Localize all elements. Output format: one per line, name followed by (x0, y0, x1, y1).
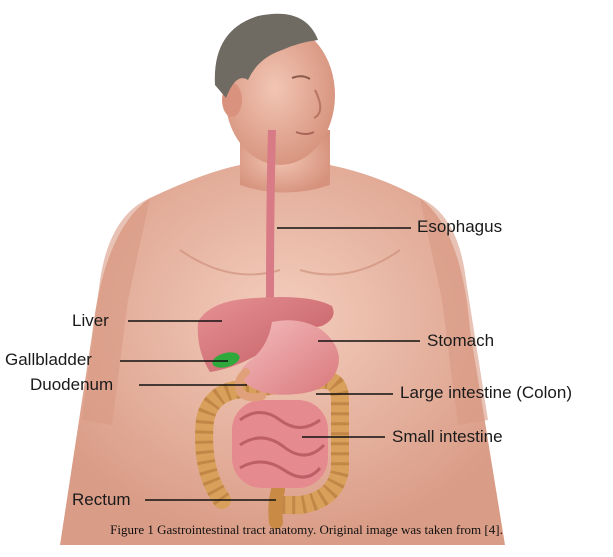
left-arm (82, 198, 150, 425)
hair (214, 13, 318, 99)
gallbladder (212, 352, 240, 368)
label-esophagus: Esophagus (417, 217, 503, 236)
stomach (240, 320, 339, 395)
small-intestine (232, 400, 328, 488)
rectum (268, 483, 285, 529)
eye (291, 75, 311, 80)
nose (313, 89, 322, 119)
label-gallbladder: Gallbladder (5, 350, 92, 369)
label-small-intestine: Small intestine (392, 427, 503, 446)
duodenum (234, 368, 266, 402)
label-large-intestine: Large intestine (Colon) (400, 383, 572, 402)
leader-lines (120, 227, 420, 501)
label-liver: Liver (72, 311, 109, 330)
mouth (295, 131, 315, 135)
esophagus (266, 129, 276, 301)
right-arm (420, 198, 488, 425)
label-rectum: Rectum (72, 490, 131, 509)
label-stomach: Stomach (427, 331, 495, 350)
figure-caption: Figure 1 Gastrointestinal tract anatomy.… (110, 522, 503, 537)
label-duodenum: Duodenum (30, 375, 114, 394)
